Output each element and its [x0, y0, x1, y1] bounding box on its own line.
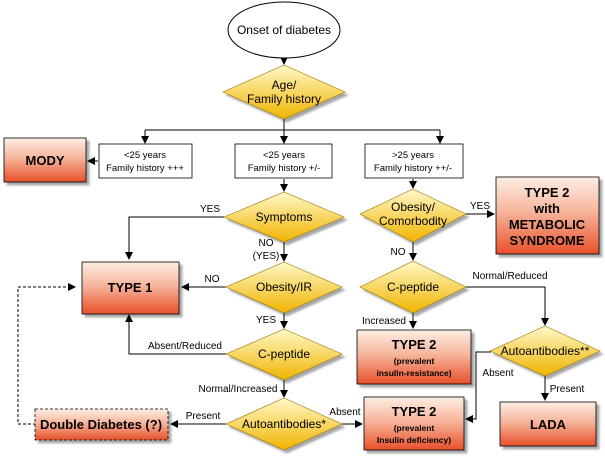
- outcome-type2-resistance-line1: TYPE 2: [392, 337, 437, 352]
- label-obesity-yes: YES: [256, 315, 276, 326]
- outcome-type2-deficiency-line1: TYPE 2: [392, 404, 437, 419]
- label-absent-right: Absent: [482, 368, 513, 379]
- decision-autoantibodies-right: Autoantibodies**: [489, 325, 601, 377]
- edge-cpeptide-absent: [125, 314, 226, 355]
- criteria-under25-plus3: <25 years Family history +++: [98, 143, 193, 179]
- decision-comorbidity-line1: Obesity/: [391, 200, 436, 214]
- outcome-lada-label: LADA: [530, 417, 567, 432]
- decision-cpeptide-left: C-peptide: [225, 328, 343, 381]
- decision-cpeptide-right-label: C-peptide: [387, 280, 439, 294]
- decision-autoantibodies-bottom-label: Autoantibodies*: [242, 417, 326, 431]
- connectors: [17, 57, 549, 428]
- label-increased: Increased: [362, 316, 406, 327]
- decision-symptoms: Symptoms: [223, 191, 345, 243]
- outcome-mody-label: MODY: [26, 153, 65, 168]
- decision-obesity-ir-label: Obesity/IR: [256, 280, 312, 294]
- edge-cpep-normal-reduced: [466, 286, 549, 326]
- label-absent-bottom: Absent: [329, 407, 360, 418]
- outcome-type2-resistance-line3: insulin-resistance): [376, 368, 451, 378]
- criteria-under25-plusminus-line1: <25 years: [263, 150, 305, 161]
- label-comorb-no: NO: [391, 247, 406, 258]
- label-symptoms-no-yes: (YES): [253, 251, 280, 262]
- outcome-type1: TYPE 1: [81, 261, 180, 315]
- start-label: Onset of diabetes: [237, 23, 331, 37]
- label-obesity-no: NO: [205, 274, 220, 285]
- label-symptoms-no: NO: [259, 238, 274, 249]
- outcome-type2-metabolic: TYPE 2 with METABOLIC SYNDROME: [495, 176, 600, 255]
- decision-age-line1: Age/: [272, 78, 297, 92]
- criteria-under25-plus3-line2: Family history +++: [106, 163, 184, 174]
- outcome-double-diabetes-label: Double Diabetes (?): [40, 417, 162, 432]
- decision-symptoms-label: Symptoms: [256, 210, 313, 224]
- outcome-type2-metabolic-line2: with: [533, 201, 560, 216]
- label-absent-reduced: Absent/Reduced: [148, 341, 222, 352]
- label-present-right: Present: [550, 384, 585, 395]
- criteria-under25-plus3-line1: <25 years: [124, 150, 166, 161]
- label-normal-increased: Normal/Increased: [199, 384, 278, 395]
- outcome-type2-metabolic-line4: SYNDROME: [509, 233, 584, 248]
- decision-comorbidity-line2: Comorbodity: [379, 214, 447, 228]
- decision-obesity-comorbidity: Obesity/ Comorbodity: [359, 188, 467, 243]
- outcome-type2-metabolic-line1: TYPE 2: [525, 185, 570, 200]
- criteria-over25-line2: Family history ++/-: [374, 163, 452, 174]
- label-comorb-yes: YES: [470, 201, 490, 212]
- decision-cpeptide-left-label: C-peptide: [258, 347, 310, 361]
- outcome-type2-deficiency-line3: Insulin deficiency): [377, 435, 451, 445]
- label-symptoms-yes: YES: [200, 204, 220, 215]
- criteria-under25-plusminus-line2: Family history +/-: [248, 163, 321, 174]
- outcome-type2-deficiency-line2: (prevalent: [394, 423, 435, 433]
- edge-double-to-type1: [17, 283, 76, 425]
- criteria-over25: >25 years Family history ++/-: [364, 143, 464, 179]
- decision-age-line2: Family history: [247, 92, 321, 106]
- edge-symptoms-yes: [125, 216, 224, 260]
- criteria-over25-line1: >25 years: [392, 150, 434, 161]
- label-present-left: Present: [186, 411, 221, 422]
- start-ellipse: [227, 1, 341, 59]
- decision-cpeptide-right: C-peptide: [359, 260, 467, 314]
- label-normal-reduced: Normal/Reduced: [472, 271, 547, 282]
- outcome-mody: MODY: [3, 137, 87, 183]
- outcome-double-diabetes: Double Diabetes (?): [34, 408, 169, 441]
- decision-autoantibodies-right-label: Autoantibodies**: [501, 344, 590, 358]
- decision-autoantibodies-bottom: Autoantibodies*: [225, 397, 343, 451]
- outcome-type2-resistance-line2: (prevalent: [394, 356, 435, 366]
- edge-autoab-right-absent: [465, 351, 491, 423]
- outcome-type2-metabolic-line3: METABOLIC: [509, 217, 586, 232]
- outcome-lada: LADA: [499, 401, 597, 447]
- outcome-type1-label: TYPE 1: [108, 280, 153, 295]
- decision-age: Age/ Family history: [222, 64, 346, 120]
- criteria-under25-plusminus: <25 years Family history +/-: [234, 143, 333, 179]
- outcome-type2-deficiency: TYPE 2 (prevalent Insulin deficiency): [363, 396, 465, 451]
- decision-obesity-ir: Obesity/IR: [225, 261, 343, 314]
- outcome-type2-resistance: TYPE 2 (prevalent insulin-resistance): [356, 329, 472, 385]
